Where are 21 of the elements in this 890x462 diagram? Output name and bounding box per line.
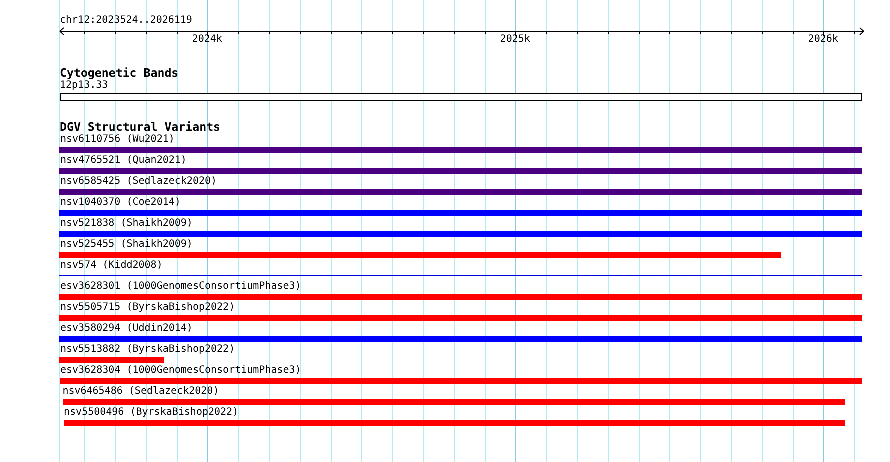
variant-label: nsv4765521 (Quan2021)	[60, 155, 187, 167]
variant-label: esv3580294 (Uddin2014)	[60, 323, 193, 335]
variant-label: nsv6585425 (Sedlazeck2020)	[60, 176, 218, 188]
location-label: chr12:2023524..2026119	[60, 15, 192, 27]
variant-label: nsv525455 (Shaikh2009)	[60, 239, 193, 251]
band-label: 12p13.33	[60, 80, 108, 92]
tick-label: 2024k	[192, 34, 222, 46]
variant-label: nsv6110756 (Wu2021)	[60, 134, 175, 146]
variant-label: nsv5500496 (ByrskaBishop2022)	[64, 407, 239, 419]
track-title: Cytogenetic Bands	[60, 67, 179, 80]
tick-label: 2025k	[500, 34, 530, 46]
variant-label: nsv5505715 (ByrskaBishop2022)	[60, 302, 236, 314]
track-title: DGV Structural Variants	[60, 121, 221, 134]
variant-label: nsv574 (Kidd2008)	[60, 260, 163, 272]
variant-label: nsv6465486 (Sedlazeck2020)	[62, 386, 220, 398]
variant-label: nsv1040370 (Coe2014)	[60, 197, 181, 209]
variant-label: nsv521838 (Shaikh2009)	[60, 218, 193, 230]
variant-label: esv3628301 (1000GenomesConsortiumPhase3)	[60, 281, 302, 293]
tick-label: 2026k	[808, 34, 838, 46]
variant-label: esv3628304 (1000GenomesConsortiumPhase3)	[60, 365, 302, 377]
variant-label: nsv5513882 (ByrskaBishop2022)	[60, 344, 236, 356]
